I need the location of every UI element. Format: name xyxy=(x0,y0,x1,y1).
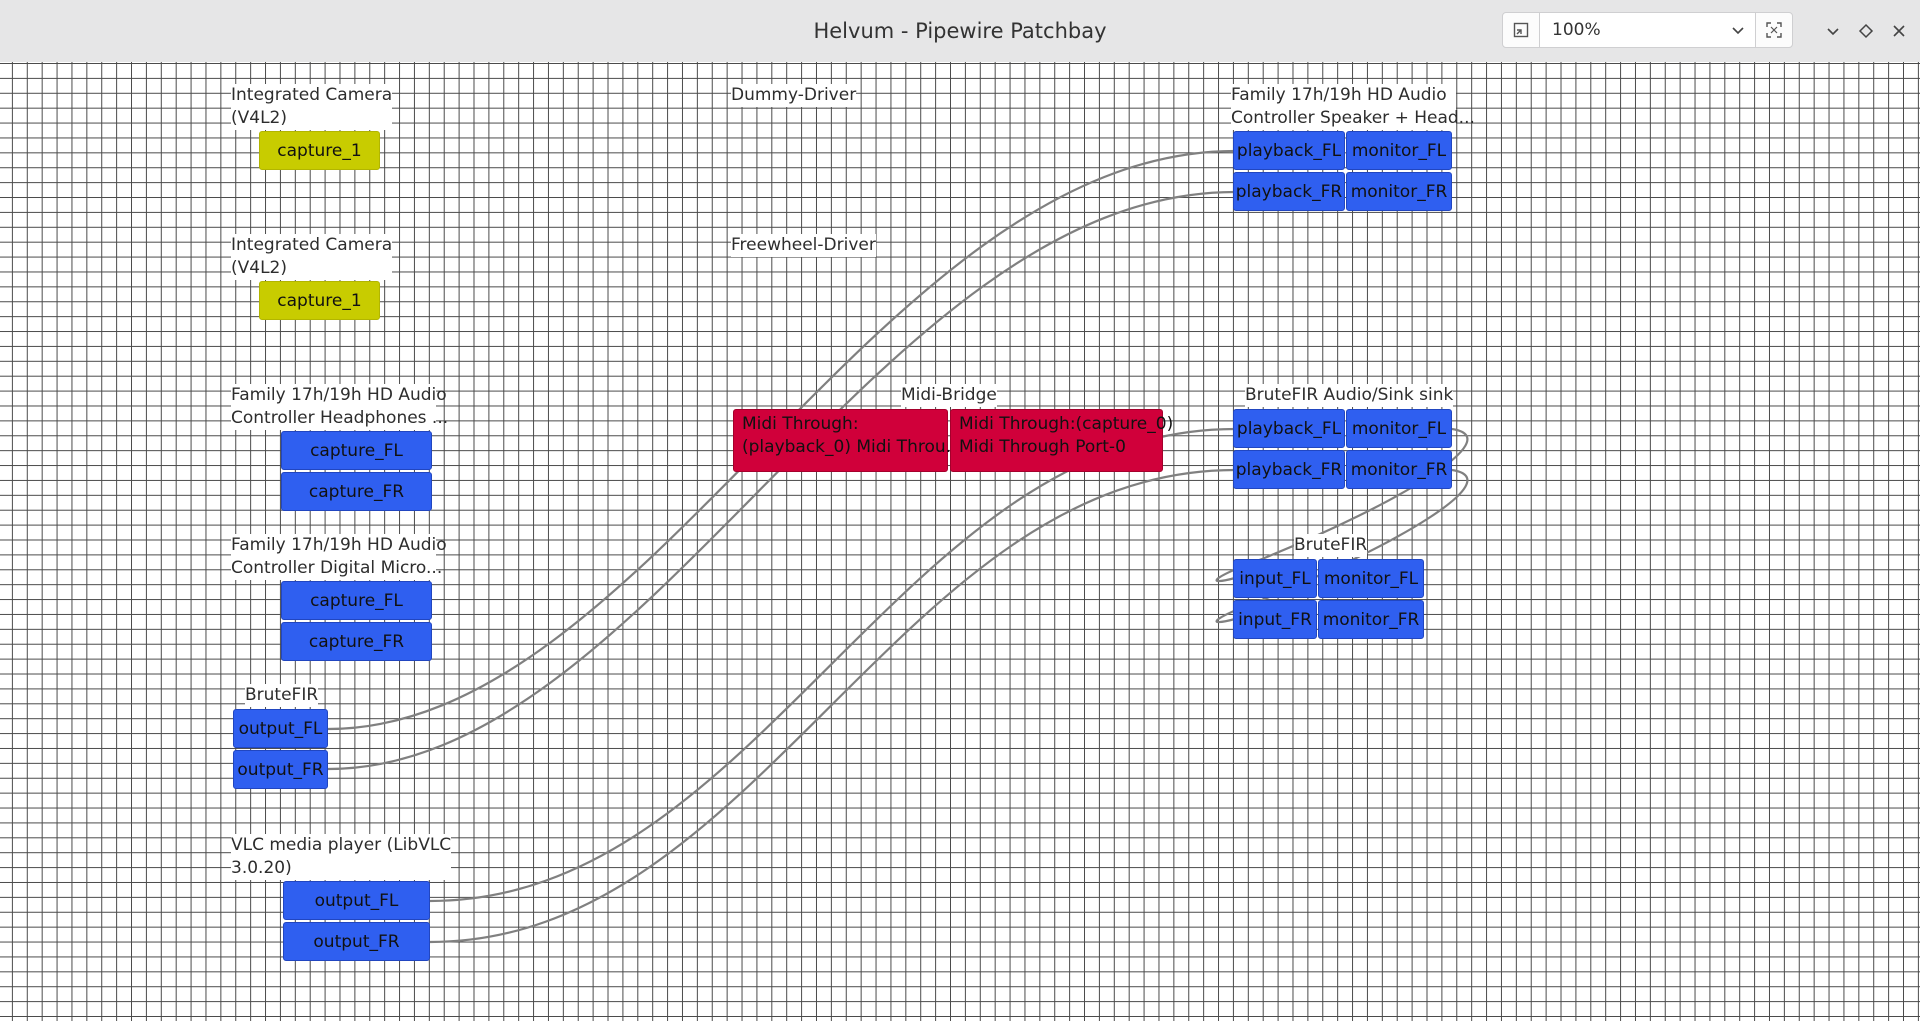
port-sink-playback-fr[interactable]: playback_FR xyxy=(1233,450,1345,489)
node-title-camera-1: Integrated Camera (V4L2) xyxy=(231,84,393,130)
port-speaker-playback-fr[interactable]: playback_FR xyxy=(1233,172,1345,211)
maximize-icon[interactable] xyxy=(1852,17,1880,45)
node-title-brutefir-output: BruteFIR xyxy=(245,684,319,707)
zoom-level-value: 100% xyxy=(1552,20,1601,40)
node-title-midi-bridge: Midi-Bridge xyxy=(901,384,997,407)
port-midi-through-capture[interactable]: Midi Through:(capture_0) Midi Through Po… xyxy=(950,409,1173,472)
port-speaker-monitor-fl[interactable]: monitor_FL xyxy=(1346,131,1452,170)
port-vlc-output-fl[interactable]: output_FL xyxy=(283,881,430,920)
node-title-brutefir-sink: BruteFIR Audio/Sink sink xyxy=(1245,384,1454,407)
close-icon[interactable] xyxy=(1885,17,1913,45)
zoom-reset-icon[interactable] xyxy=(1503,13,1540,47)
port-brutefir-output-fr[interactable]: output_FR xyxy=(233,750,328,789)
zoom-control: 100% xyxy=(1502,12,1793,48)
minimize-icon[interactable] xyxy=(1819,17,1847,45)
title-bar: Helvum - Pipewire Patchbay 100% xyxy=(0,0,1920,63)
node-title-vlc: VLC media player (LibVLC 3.0.20) xyxy=(231,834,452,880)
port-camera-1-capture[interactable]: capture_1 xyxy=(259,131,380,170)
window-title: Helvum - Pipewire Patchbay xyxy=(813,19,1107,43)
node-title-headphones: Family 17h/19h HD Audio Controller Headp… xyxy=(231,384,449,430)
port-midi-through-playback[interactable]: Midi Through: (playback_0) Midi Throu... xyxy=(733,409,962,472)
node-title-camera-2: Integrated Camera (V4L2) xyxy=(231,234,393,280)
port-brutefir-output-fl[interactable]: output_FL xyxy=(233,709,328,748)
port-speaker-playback-fl[interactable]: playback_FL xyxy=(1233,131,1345,170)
port-digital-mic-capture-fr[interactable]: capture_FR xyxy=(281,622,432,661)
port-filter-input-fr[interactable]: input_FR xyxy=(1233,600,1317,639)
port-filter-monitor-fr[interactable]: monitor_FR xyxy=(1318,600,1424,639)
port-sink-playback-fl[interactable]: playback_FL xyxy=(1233,409,1345,448)
port-filter-monitor-fl[interactable]: monitor_FL xyxy=(1318,559,1424,598)
port-headphones-capture-fr[interactable]: capture_FR xyxy=(281,472,432,511)
node-title-digital-mic: Family 17h/19h HD Audio Controller Digit… xyxy=(231,534,447,580)
zoom-level-entry[interactable]: 100% xyxy=(1540,13,1756,47)
port-vlc-output-fr[interactable]: output_FR xyxy=(283,922,430,961)
port-sink-monitor-fl[interactable]: monitor_FL xyxy=(1346,409,1452,448)
node-title-dummy-driver: Dummy-Driver xyxy=(731,84,857,107)
port-filter-input-fl[interactable]: input_FL xyxy=(1233,559,1317,598)
zoom-fit-icon[interactable] xyxy=(1755,13,1792,47)
port-digital-mic-capture-fl[interactable]: capture_FL xyxy=(281,581,432,620)
chevron-down-icon[interactable] xyxy=(1726,13,1750,47)
port-headphones-capture-fl[interactable]: capture_FL xyxy=(281,431,432,470)
port-camera-2-capture[interactable]: capture_1 xyxy=(259,281,380,320)
port-sink-monitor-fr[interactable]: monitor_FR xyxy=(1346,450,1452,489)
node-title-freewheel-driver: Freewheel-Driver xyxy=(731,234,876,257)
node-title-brutefir-filter: BruteFIR xyxy=(1294,534,1368,557)
node-title-speaker: Family 17h/19h HD Audio Controller Speak… xyxy=(1231,84,1475,130)
port-speaker-monitor-fr[interactable]: monitor_FR xyxy=(1346,172,1452,211)
